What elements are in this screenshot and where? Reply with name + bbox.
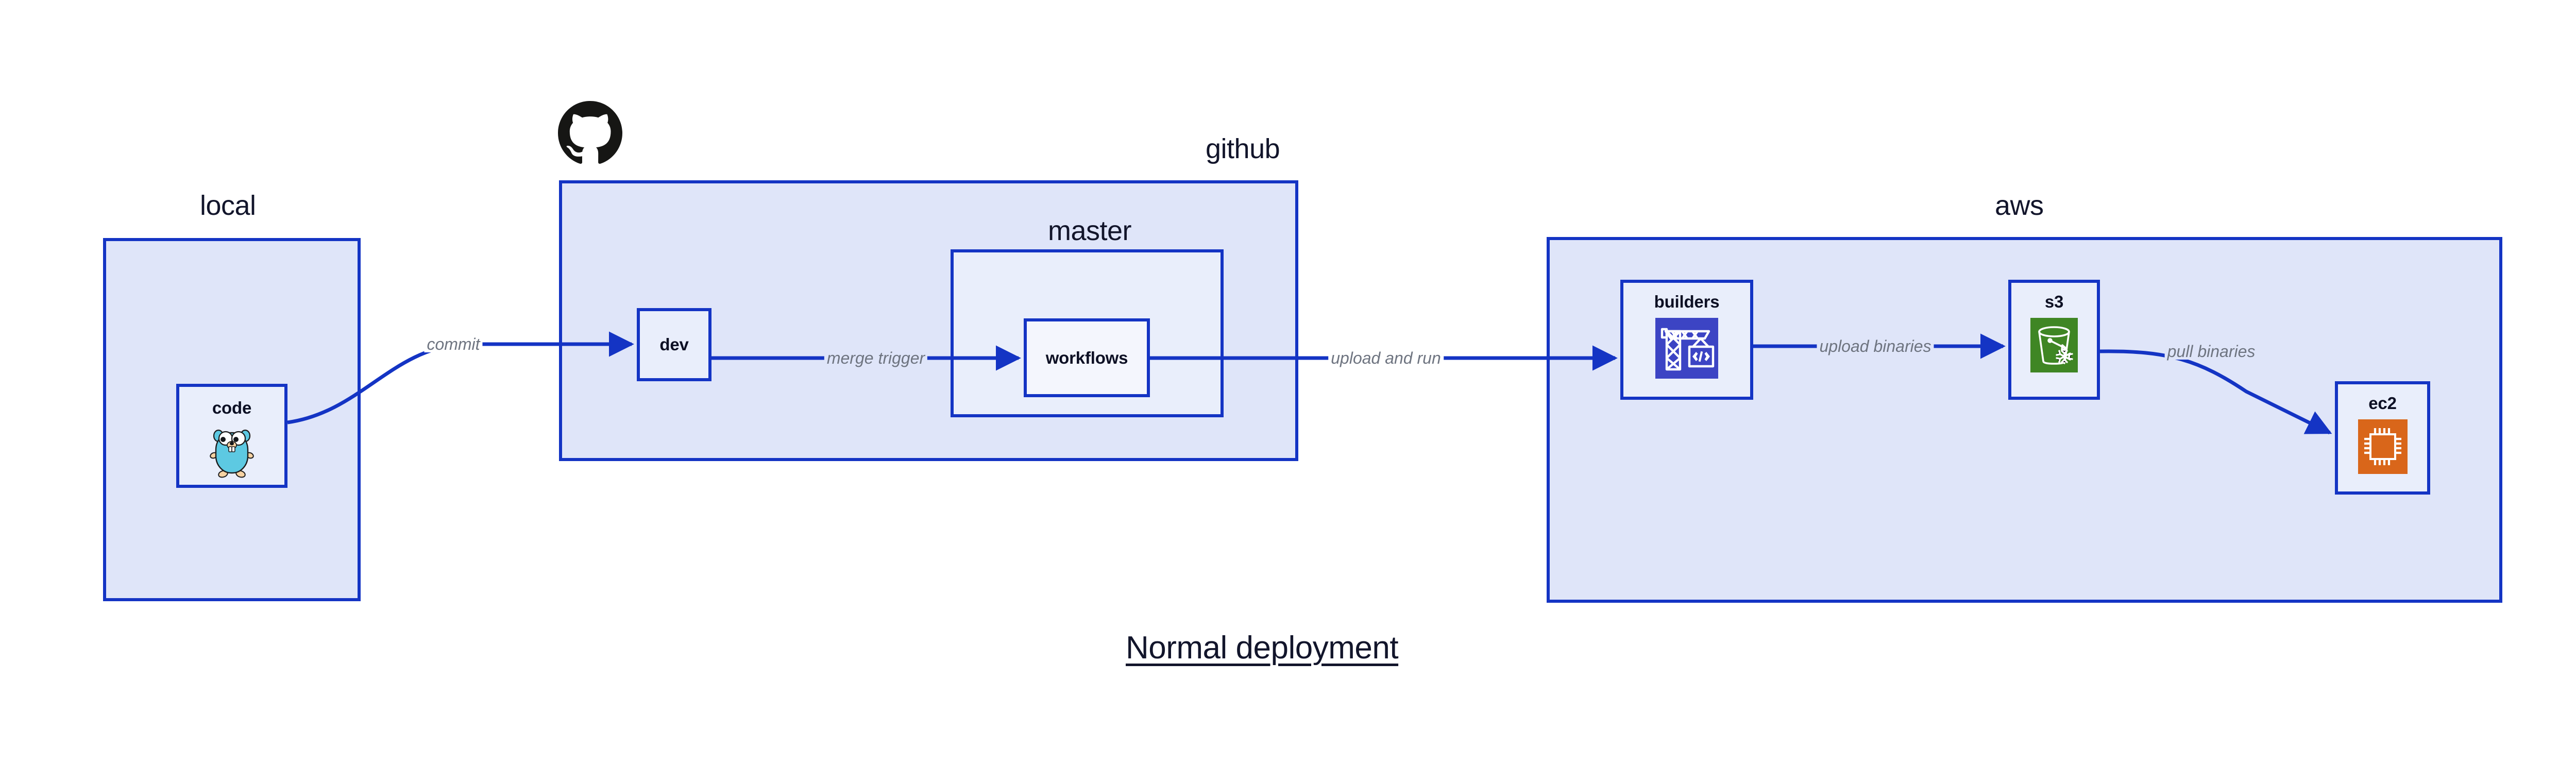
node-workflows-label: workflows	[1045, 348, 1128, 367]
node-workflows[interactable]: workflows	[1024, 318, 1150, 397]
edge-label-merge-trigger: merge trigger	[824, 350, 928, 366]
edge-label-upload-and-run: upload and run	[1328, 350, 1444, 366]
node-code-label: code	[212, 398, 252, 417]
edge-label-pull-binaries: pull binaries	[2164, 343, 2258, 360]
node-code[interactable]: code	[176, 384, 287, 488]
aws-codebuild-icon	[1655, 318, 1718, 381]
group-aws-label: aws	[1995, 190, 2044, 221]
group-local-label: local	[200, 190, 256, 221]
edge-label-commit: commit	[424, 336, 483, 352]
group-github-label: github	[1206, 133, 1280, 164]
aws-ec2-icon	[2358, 419, 2408, 477]
github-octocat-icon	[558, 101, 622, 165]
node-ec2[interactable]: ec2	[2335, 381, 2430, 495]
group-master-label: master	[1048, 215, 1132, 246]
page-title: Normal deployment	[1126, 630, 1399, 666]
node-dev[interactable]: dev	[637, 308, 711, 381]
node-builders[interactable]: builders	[1620, 280, 1753, 400]
node-s3[interactable]: s3	[2008, 280, 2100, 400]
node-builders-label: builders	[1654, 292, 1720, 311]
node-s3-label: s3	[2044, 292, 2064, 311]
node-dev-label: dev	[659, 335, 689, 354]
node-ec2-label: ec2	[2368, 394, 2397, 413]
go-gopher-icon	[210, 425, 254, 481]
aws-s3-glacier-icon	[2030, 318, 2078, 375]
edge-label-upload-binaries: upload binaries	[1817, 338, 1934, 354]
